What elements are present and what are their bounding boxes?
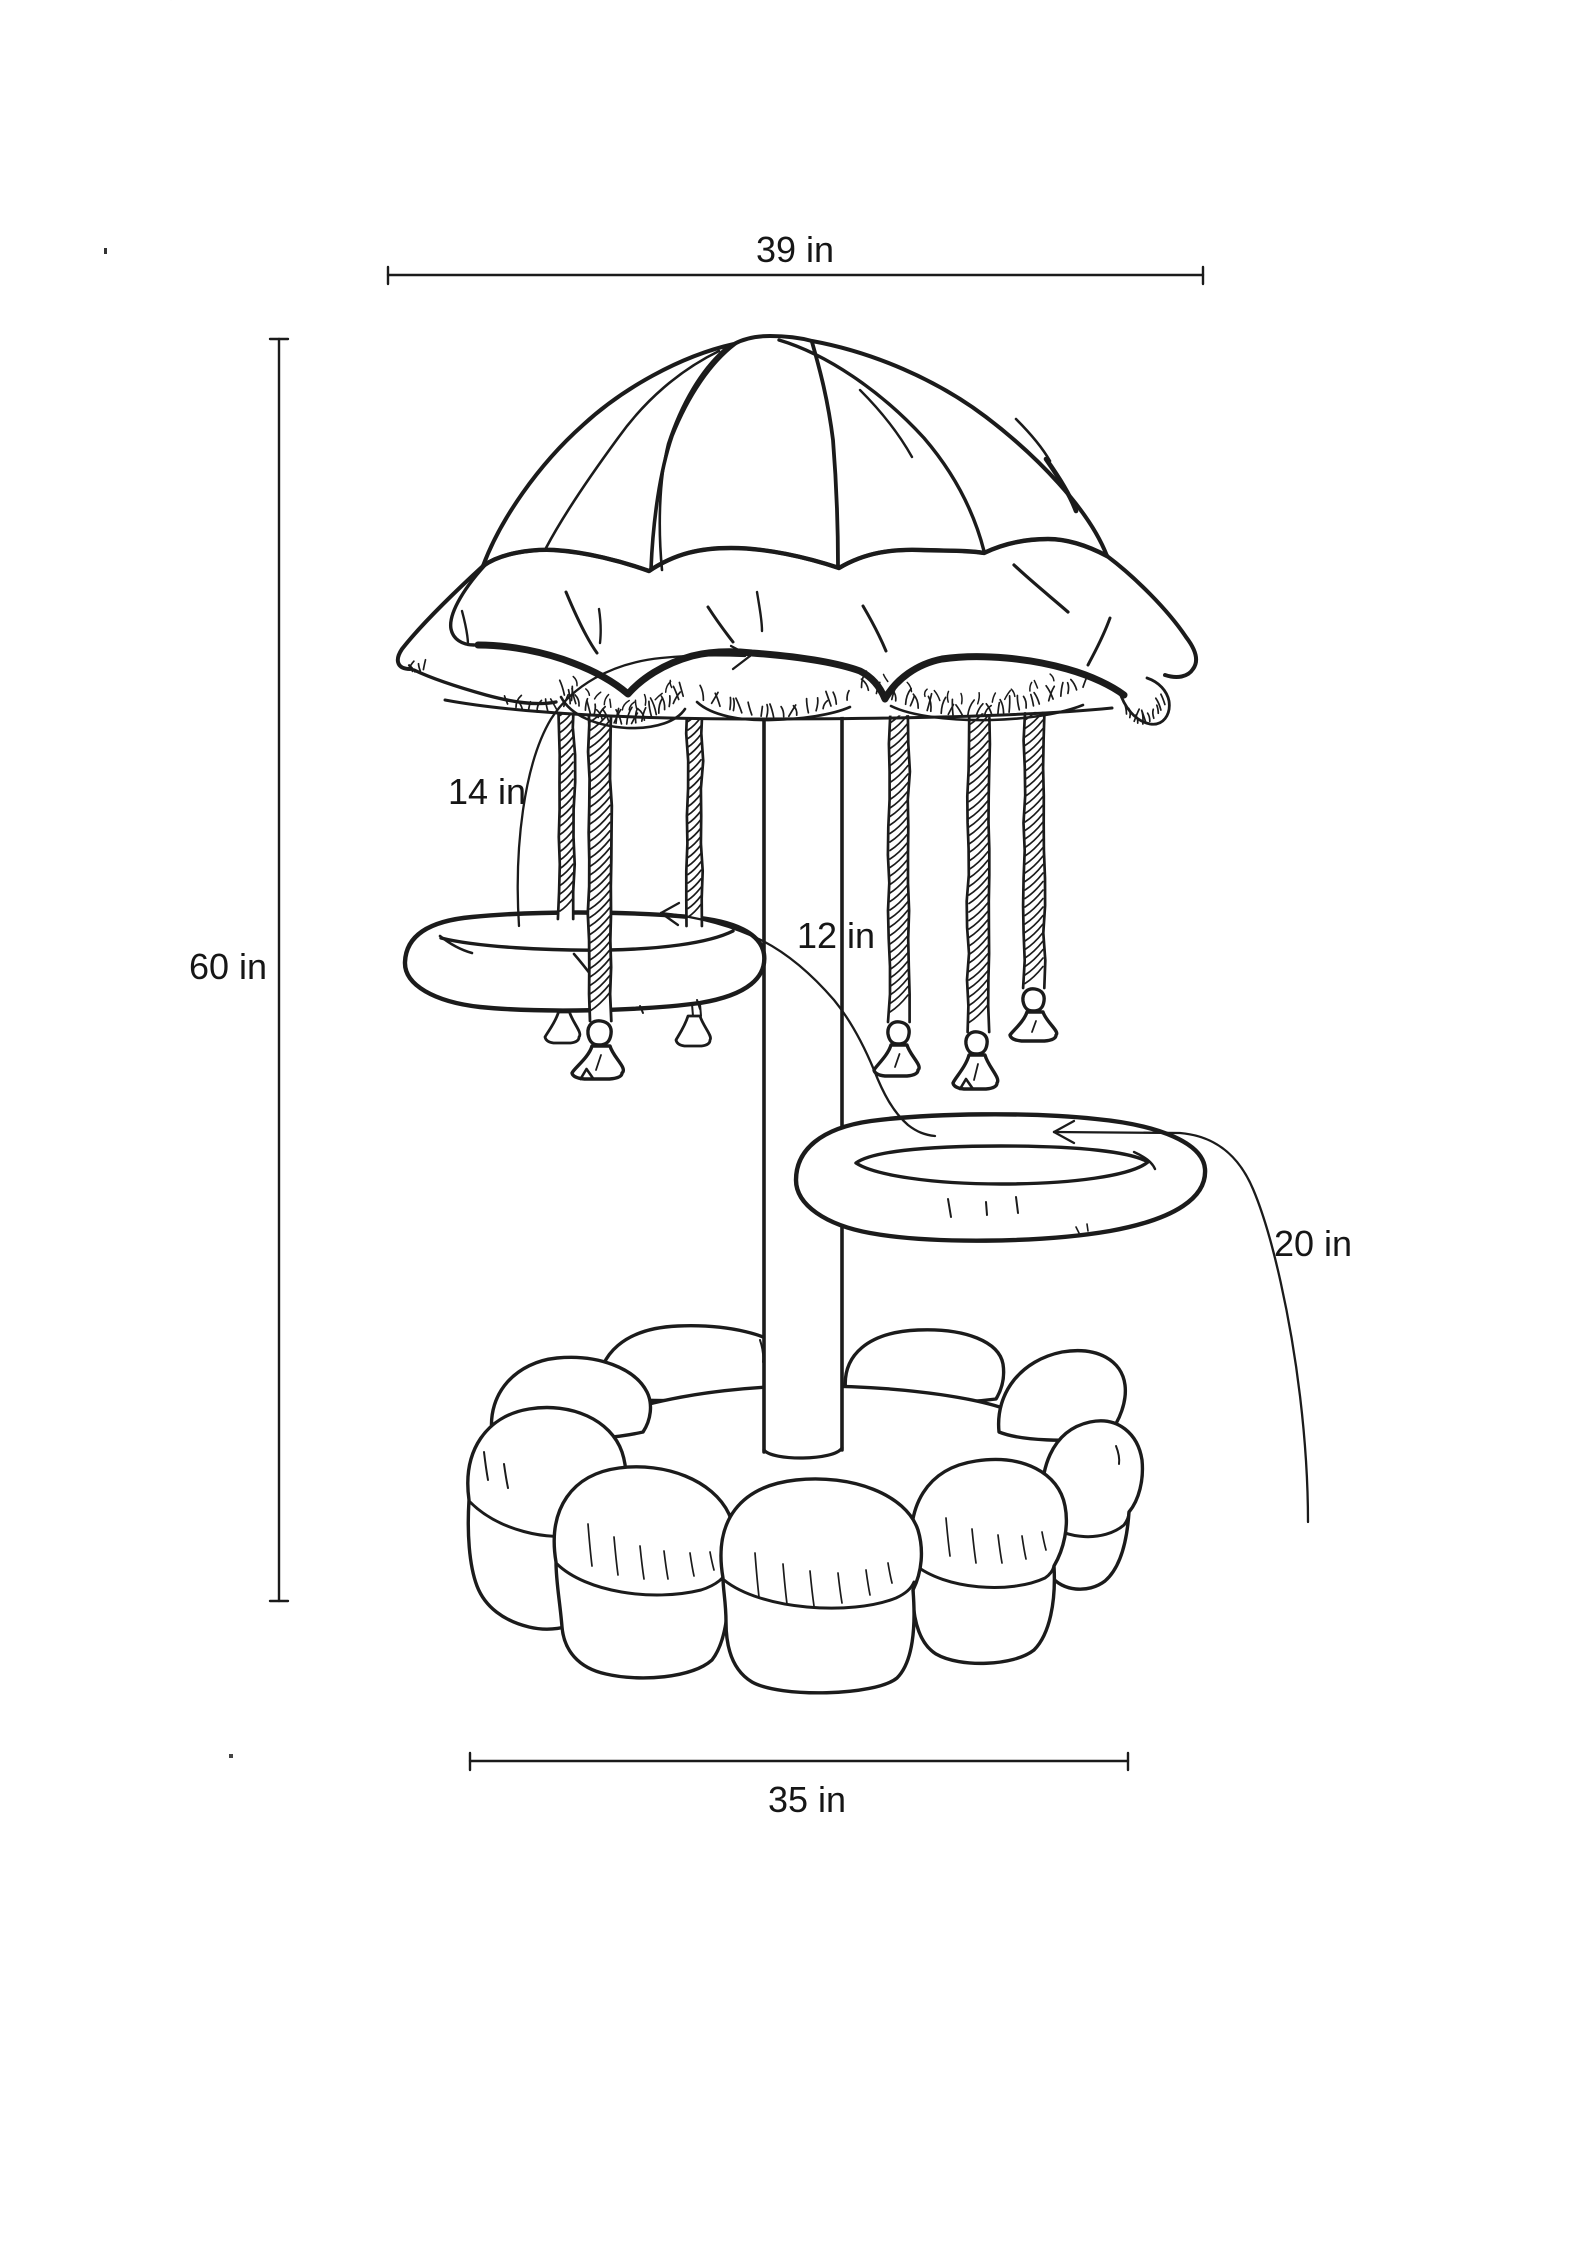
svg-text:60 in: 60 in <box>189 946 267 987</box>
svg-text:39 in: 39 in <box>756 229 834 270</box>
svg-text:20 in: 20 in <box>1274 1223 1352 1264</box>
svg-text:14 in: 14 in <box>448 771 526 812</box>
svg-text:35 in: 35 in <box>768 1779 846 1820</box>
svg-text:12 in: 12 in <box>797 915 875 956</box>
